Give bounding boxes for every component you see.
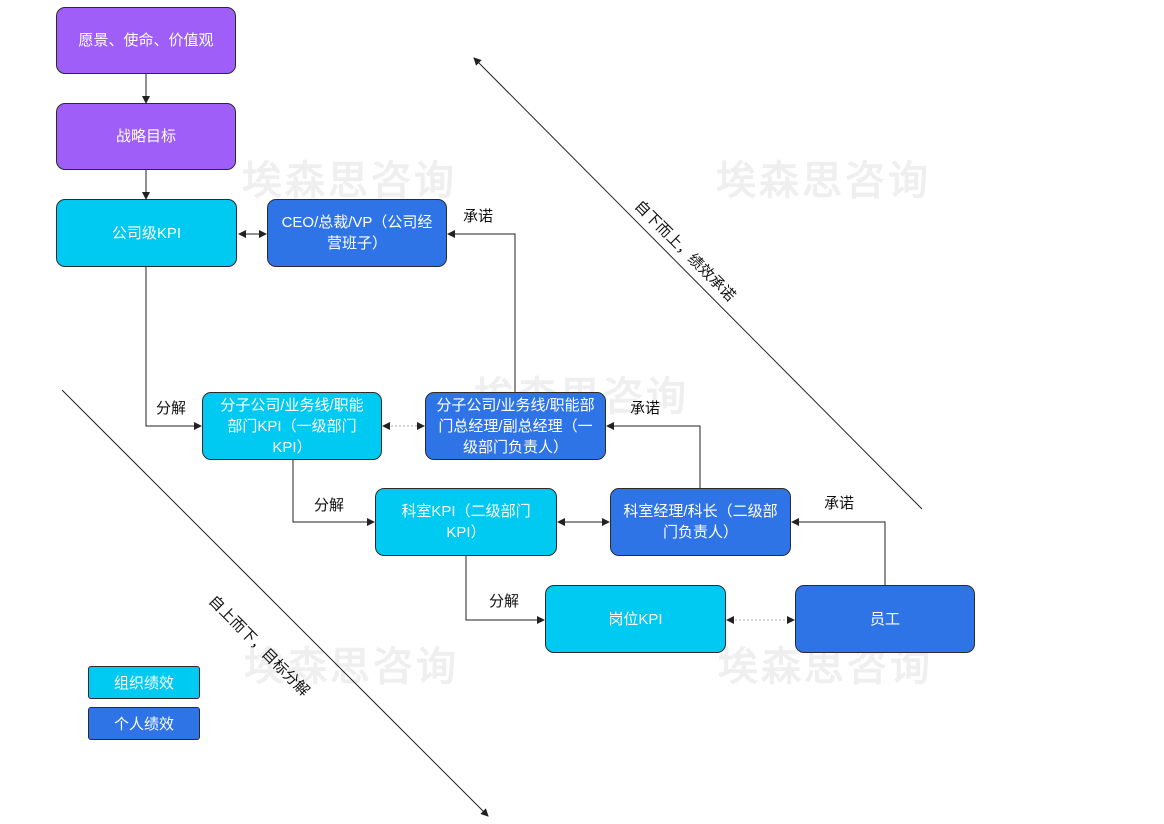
- edge-sectionkpi-postkpi: [465, 556, 545, 624]
- edge-subkpi-sectionkpi: [292, 460, 375, 526]
- diagonal-bottom-up-arrow: [473, 57, 923, 510]
- sub-kpi-node: 分子公司/业务线/职能部门KPI（一级部门KPI）: [202, 392, 382, 460]
- strategy-node: 战略目标: [56, 103, 236, 170]
- employee-node: 员工: [795, 585, 975, 653]
- edge-sectionmanager-submanager: [606, 422, 701, 488]
- company-kpi-node: 公司级KPI: [56, 199, 237, 267]
- section-kpi-node: 科室KPI（二级部门KPI）: [375, 488, 557, 556]
- commit-label: 承诺: [824, 495, 855, 512]
- edge-company-subkpi: [145, 267, 202, 430]
- edge-submanager-ceo: [447, 230, 516, 393]
- decompose-label: 分解: [156, 400, 187, 417]
- watermark: 埃森思咨询: [244, 645, 459, 689]
- section-manager-node: 科室经理/科长（二级部门负责人）: [610, 488, 791, 556]
- legend-org-performance: 组织绩效: [88, 666, 200, 699]
- decompose-label: 分解: [314, 497, 345, 514]
- watermark: 埃森思咨询: [716, 159, 931, 203]
- watermark: 埃森思咨询: [242, 159, 457, 203]
- sub-manager-node: 分子公司/业务线/职能部门总经理/副总经理（一级部门负责人）: [425, 392, 606, 460]
- vision-node: 愿景、使命、价值观: [56, 7, 236, 74]
- ceo-node: CEO/总裁/VP（公司经营班子）: [267, 199, 447, 267]
- diagonal-top-down-arrow: [61, 389, 489, 817]
- commit-label: 承诺: [463, 208, 494, 225]
- post-kpi-node: 岗位KPI: [545, 585, 726, 653]
- decompose-label: 分解: [489, 593, 520, 610]
- edge-employee-sectionmanager: [791, 518, 886, 585]
- commit-label: 承诺: [630, 400, 661, 417]
- legend-personal-performance: 个人绩效: [88, 707, 200, 740]
